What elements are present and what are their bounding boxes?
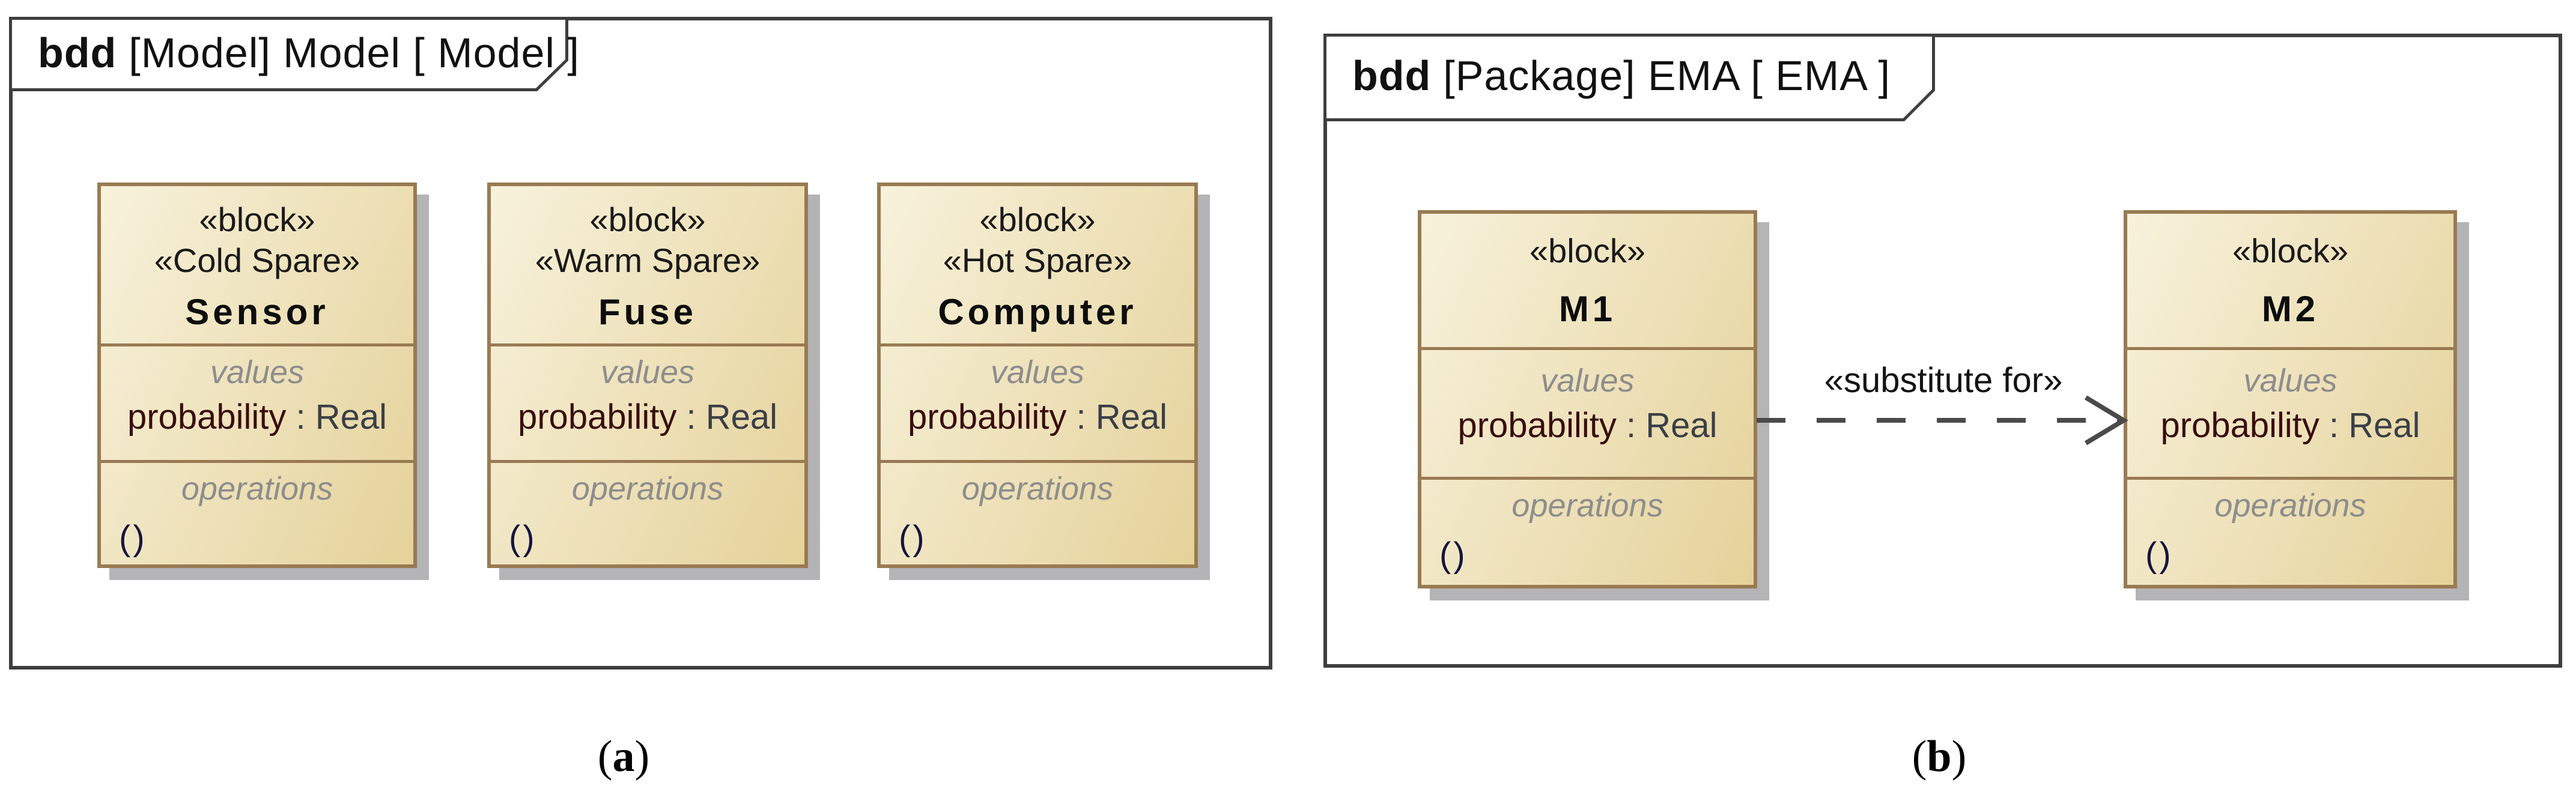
value-property-name: probability [517,397,677,437]
block-m2-title-compartment: «block» M2 [2127,214,2453,347]
values-label: values [2243,363,2338,399]
operations-label: operations [961,471,1114,507]
operations-label: operations [571,471,724,507]
values-label: values [990,354,1085,390]
caption-a-letter: a [612,732,635,781]
stereotype-block: «block» [1529,232,1646,270]
frame-b-tab: bdd[Package] EMA [ EMA ] [1352,52,1891,100]
block-computer: «block» «Hot Spare» Computer values prob… [877,183,1198,568]
frame-b-tab-shape [1323,34,1935,121]
value-property-type: : Real [1616,405,1718,445]
value-property-type: : Real [1066,397,1167,437]
block-m1-operations-compartment: operations () [1421,477,1754,585]
frame-a-tab: bdd [Model] Model [ Model ] [38,29,580,77]
operations-label: operations [1511,488,1663,524]
caption-a-close: ) [634,732,650,781]
operation-entry: () [899,518,927,558]
value-property: probability : Real [1421,404,1754,448]
block-sensor-title-compartment: «block» «Cold Spare» Sensor [101,186,413,343]
values-label: values [600,354,695,390]
value-property-type: : Real [286,397,387,437]
block-name: Sensor [185,291,329,332]
block-name: Computer [938,291,1137,332]
caption-b-close: ) [1951,732,1967,781]
block-sensor-values-compartment: values probability : Real [101,343,413,460]
value-property: probability : Real [491,396,804,440]
block-m1-title-compartment: «block» M1 [1421,214,1754,347]
diagram-frame-a: bdd [Model] Model [ Model ] «block» «Cold… [9,17,1272,670]
value-property-name: probability [907,397,1067,437]
block-fuse-values-compartment: values probability : Real [491,343,804,460]
operation-entry: () [1439,535,1468,575]
frame-a-diagram-kind: bdd [38,29,117,76]
block-computer-values-compartment: values probability : Real [881,343,1194,460]
frame-a-tab-shape [9,17,568,91]
value-property-name: probability [1457,405,1617,445]
frame-b-diagram-kind: bdd [1352,52,1432,99]
stereotype-block: «block» [589,201,706,238]
block-sensor-operations-compartment: operations () [101,460,413,564]
values-label: values [1540,363,1635,399]
block-computer-operations-compartment: operations () [881,460,1194,564]
value-property-type: : Real [2319,405,2420,445]
value-property: probability : Real [101,396,413,440]
stereotype-block: «block» [979,201,1096,238]
value-property-name: probability [127,397,287,437]
block-fuse-title-compartment: «block» «Warm Spare» Fuse [491,186,804,343]
operation-entry: () [119,518,147,558]
frame-b-diagram-title: [Package] EMA [ EMA ] [1443,52,1891,99]
block-name: M1 [1558,289,1617,330]
value-property: probability : Real [881,396,1194,440]
block-m1-values-compartment: values probability : Real [1421,347,1754,477]
stereotype-hot-spare: «Hot Spare» [943,241,1132,280]
frame-a-diagram-title: [Model] Model [ Model ] [129,29,580,76]
operations-label: operations [181,471,333,507]
block-m1: «block» M1 values probability : Real ope… [1418,210,1757,588]
stereotype-block: «block» [2232,232,2349,270]
substitute-for-label: «substitute for» [1824,361,2063,400]
block-m2: «block» M2 values probability : Real ope… [2124,210,2457,588]
stereotype-cold-spare: «Cold Spare» [154,241,360,280]
diagram-frame-b: bdd[Package] EMA [ EMA ] «block» M1 valu… [1323,34,2562,668]
caption-b-open: ( [1912,732,1927,781]
block-name: M2 [2261,289,2319,330]
caption-b-letter: b [1927,732,1952,781]
block-name: Fuse [598,291,697,332]
caption-a-open: ( [597,732,613,781]
block-m2-values-compartment: values probability : Real [2127,347,2453,477]
block-fuse-operations-compartment: operations () [491,460,804,564]
value-property: probability : Real [2127,404,2453,448]
block-fuse: «block» «Warm Spare» Fuse values probabi… [487,183,808,568]
stereotype-block: «block» [199,201,315,238]
caption-a: (a) [557,731,690,782]
value-property-name: probability [2160,405,2319,445]
stereotype-warm-spare: «Warm Spare» [535,241,761,280]
operation-entry: () [509,518,537,558]
block-m2-operations-compartment: operations () [2127,477,2453,585]
value-property-type: : Real [676,397,777,437]
substitute-for-connector [1757,395,2128,446]
values-label: values [210,354,305,390]
block-sensor: «block» «Cold Spare» Sensor values proba… [97,183,417,568]
operations-label: operations [2214,488,2366,524]
caption-b: (b) [1873,731,2005,782]
block-computer-title-compartment: «block» «Hot Spare» Computer [881,186,1194,343]
operation-entry: () [2145,535,2174,575]
